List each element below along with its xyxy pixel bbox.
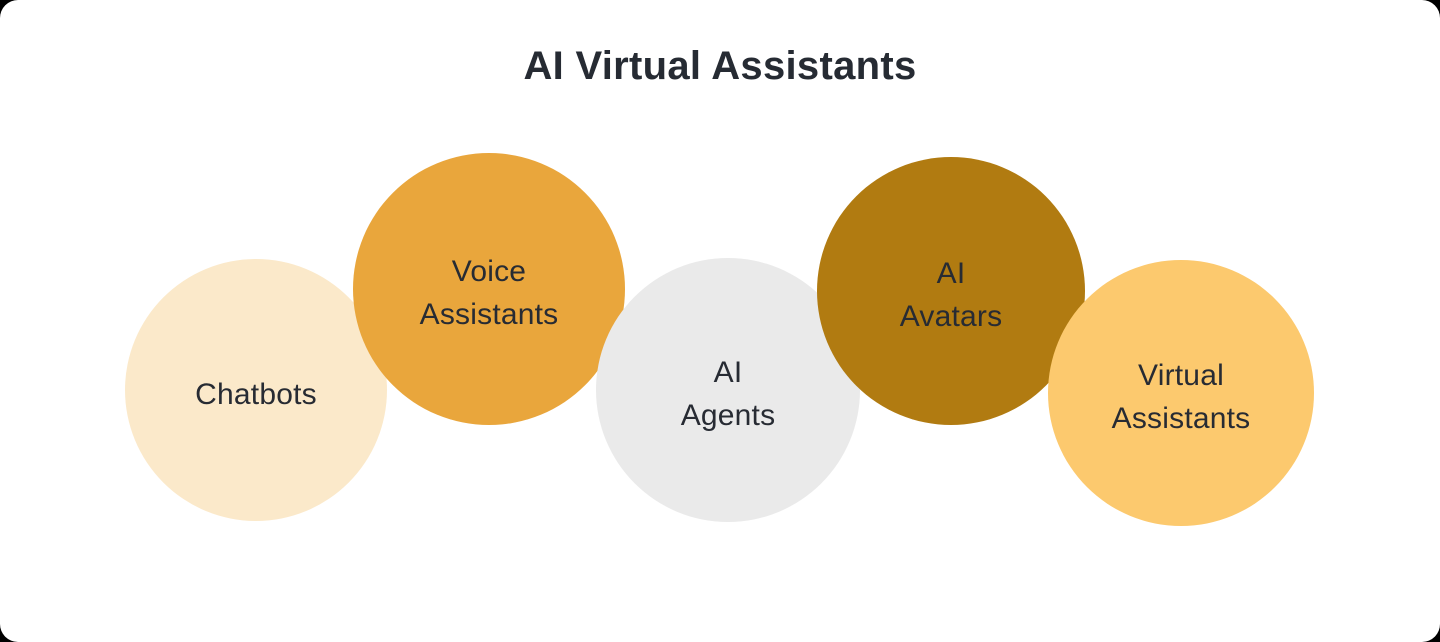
bubble-label-voice-assistants: Voice Assistants: [420, 250, 559, 336]
bubble-label-line: Chatbots: [195, 377, 317, 411]
bubble-ai-avatars: AI Avatars: [817, 157, 1085, 425]
bubble-voice-assistants: Voice Assistants: [353, 153, 625, 425]
bubble-label-line: Virtual: [1138, 359, 1224, 392]
bubble-ai-agents: AI Agents: [596, 258, 860, 522]
bubble-label-ai-agents: AI Agents: [681, 351, 776, 437]
bubble-label-chatbots: Chatbots: [195, 373, 317, 416]
bubble-label-line: Avatars: [899, 300, 1003, 333]
bubble-label-line: Voice: [451, 255, 527, 288]
bubble-label-ai-avatars: AI Avatars: [900, 252, 1003, 338]
bubble-label-line: Agents: [680, 399, 776, 432]
bubble-virtual-assistants: Virtual Assistants: [1048, 260, 1314, 526]
bubble-label-line: AI: [936, 257, 966, 290]
bubble-label-virtual-assistants: Virtual Assistants: [1112, 354, 1251, 440]
bubble-label-line: AI: [713, 356, 743, 389]
bubble-chatbots: Chatbots: [125, 259, 387, 521]
bubble-label-line: Assistants: [419, 298, 559, 331]
page-title: AI Virtual Assistants: [523, 44, 917, 88]
bubble-label-line: Assistants: [1111, 402, 1251, 435]
